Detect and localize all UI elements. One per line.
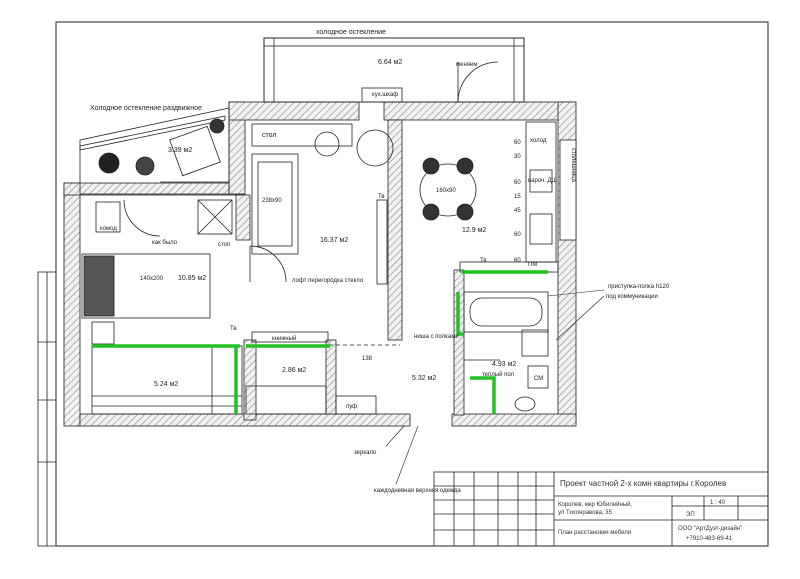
- label-bed-size: 140х200: [140, 276, 164, 282]
- balcony-top: [263, 37, 525, 103]
- label-partition-text: лофт перегородка стекло: [292, 278, 364, 284]
- label-kholod: холод: [530, 138, 547, 144]
- label-nisha: ниша с полками: [414, 334, 459, 340]
- label-stop: стоп: [218, 242, 230, 248]
- company-phone: +7910-483-69-41: [686, 536, 733, 542]
- label-tv-bedroom: Тв: [230, 326, 237, 332]
- company-name: ООО "АртДуэт-дизайн": [678, 525, 742, 532]
- dim-right-1: 60: [514, 140, 521, 146]
- label-kitchen-area: 12.9 м2: [462, 227, 486, 234]
- label-balcony-area: 6.64 м2: [378, 59, 402, 66]
- label-closet-area: 2.86 м2: [282, 367, 306, 374]
- bathroom: [463, 291, 549, 412]
- label-tv-kitchen: Тв: [480, 258, 487, 264]
- kitchen-dimensions: 60 30 60 15 45 60 60: [514, 140, 521, 264]
- label-prist-polka: приступка-полка h120: [608, 284, 670, 290]
- small-balcony: [79, 107, 230, 195]
- dim-right-4: 15: [514, 194, 521, 200]
- label-loggia-area: 5.24 м2: [154, 381, 178, 388]
- walls: [63, 101, 577, 427]
- label-tv-living: Тв: [378, 194, 385, 200]
- title-block: [433, 471, 769, 547]
- label-menyaem: меняем: [456, 62, 478, 68]
- address-line-2: ул Тихонравова, 35: [558, 510, 613, 516]
- label-partition: лофт перегородка стекло: [292, 278, 364, 284]
- stage: ЭП: [686, 512, 695, 518]
- label-stoleshnitsa: столешница: [570, 148, 576, 183]
- dim-right-7: 60: [514, 258, 521, 264]
- label-kuh-shkaf: кух.шкаф: [372, 92, 398, 98]
- address-line-1: Королев, мкр Юбилейный,: [558, 501, 633, 508]
- label-zerkalo: зеркало: [354, 450, 377, 456]
- side-stamp: [37, 271, 57, 547]
- dim-right-6: 60: [514, 232, 521, 238]
- label-table-size: 160х90: [436, 188, 456, 194]
- label-cold-glazing: холодное остекление: [316, 29, 386, 36]
- label-bath-area: 4.93 м2: [492, 361, 516, 368]
- label-sm: СМ: [534, 376, 543, 382]
- label-bedroom-area: 10.85 м2: [178, 275, 206, 282]
- label-knizhny: книжный: [272, 335, 296, 342]
- label-sofa-size: 238х90: [262, 198, 282, 204]
- label-small-balcony-area: 3.39 м2: [168, 147, 192, 154]
- label-pm: ПМ: [528, 262, 537, 268]
- kitchen: [419, 121, 577, 273]
- sheet-name: План расстановки мебели: [558, 530, 631, 536]
- label-hall-area: 5.32 м2: [412, 375, 436, 382]
- leader-lines: [385, 289, 605, 485]
- bedroom: [81, 199, 287, 345]
- label-dim-138: 138: [362, 356, 373, 362]
- living-room: [251, 123, 400, 346]
- label-kak-bylo: как было: [152, 240, 178, 246]
- new-partitions: [92, 270, 548, 414]
- dim-right-2: 30: [514, 154, 521, 160]
- label-varochn: вароч. ДШ: [528, 178, 557, 184]
- project-title: Проект частной 2-х комн квартиры г.Корол…: [560, 479, 726, 488]
- dim-right-3: 60: [514, 180, 521, 186]
- label-living-area: 16.37 м2: [320, 237, 348, 244]
- scale: 1 : 40: [710, 500, 726, 506]
- label-komod: комод: [100, 226, 117, 232]
- dim-right-5: 45: [514, 208, 521, 214]
- label-stol: стол: [262, 132, 276, 139]
- label-povsed: каждодневная верхняя одежда: [374, 488, 461, 494]
- label-cold-glazing-sliding: Холодное остекление раздвижное: [90, 105, 202, 112]
- label-puf: пуф: [346, 404, 357, 410]
- label-pod-kommunik: под коммуникации: [606, 294, 658, 300]
- label-teply-pol: теплый пол: [482, 371, 515, 378]
